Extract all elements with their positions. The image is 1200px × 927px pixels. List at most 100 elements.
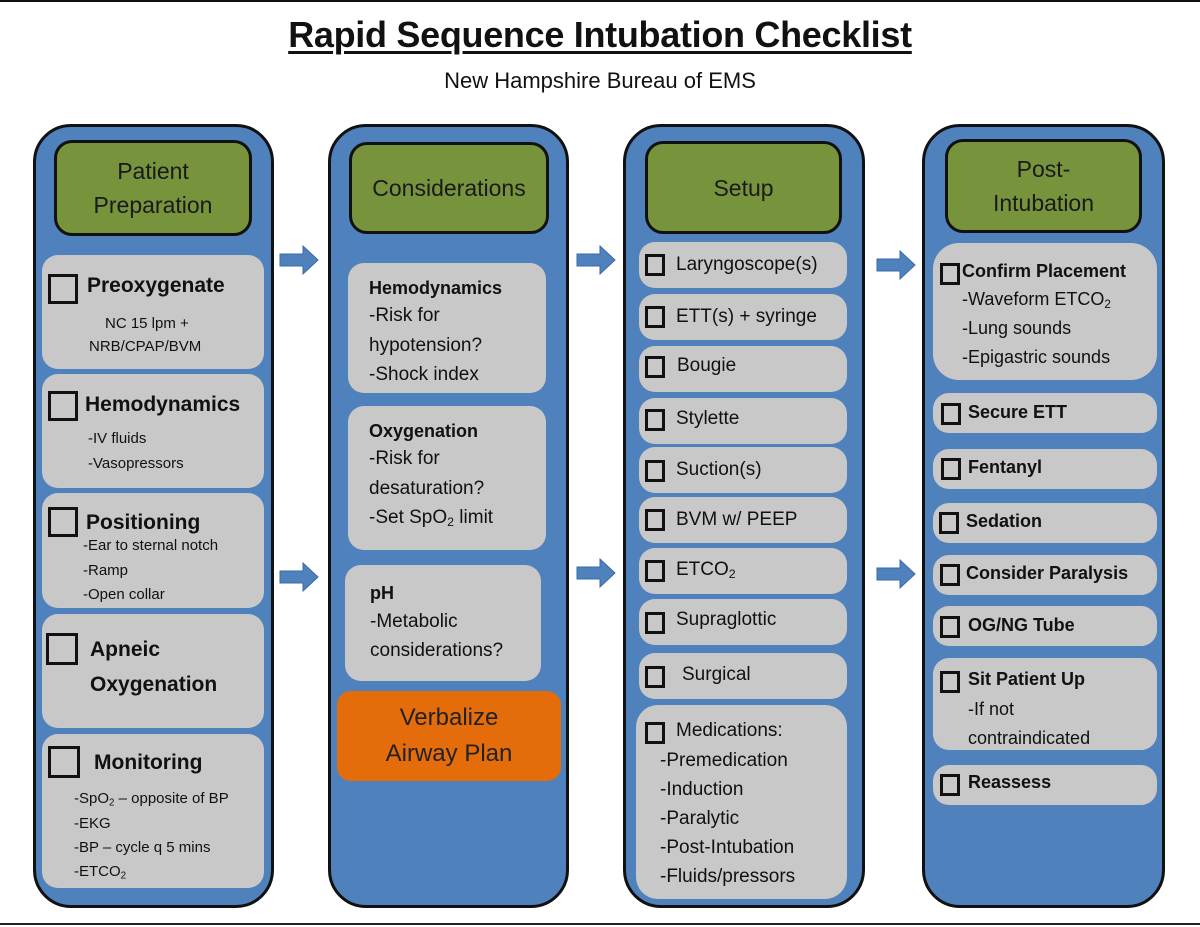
item-label: Bougie [677,355,737,376]
checkbox[interactable] [48,391,78,421]
checkbox[interactable] [941,403,961,425]
checkbox[interactable] [940,671,960,693]
checkbox[interactable] [645,666,665,688]
item-detail: -Induction [660,779,744,800]
checkbox[interactable] [645,254,665,276]
arrow-right-icon [876,250,916,280]
column-header-setup: Setup [645,141,842,234]
checkbox[interactable] [48,507,78,537]
consideration-hemodynamics [348,263,546,393]
item-label: Sit Patient Up [968,669,1086,689]
header-line: Intubation [992,190,1095,216]
consideration-detail: hypotension? [369,335,483,356]
checkbox[interactable] [48,746,80,778]
item-label: ETT(s) + syringe [676,306,817,327]
checkbox[interactable] [939,512,959,534]
plan-line: Airway Plan [385,740,513,767]
setup-item-suction [639,447,847,493]
checklist-item-preoxygenate [42,255,264,369]
verbalize-airway-plan: Verbalize Airway Plan [337,691,561,781]
checkbox[interactable] [46,633,78,665]
checklist-item-apneic-oxygenation [42,614,264,728]
item-detail: -Fluids/pressors [660,866,796,887]
checkbox[interactable] [48,274,78,304]
consideration-detail: considerations? [370,640,504,661]
item-label: Medications: [676,720,783,741]
checkbox[interactable] [645,306,665,328]
checkbox[interactable] [645,612,665,634]
checkbox[interactable] [940,774,960,796]
checkbox[interactable] [645,560,665,582]
item-detail: contraindicated [968,728,1091,748]
checklist-item-positioning [42,493,264,608]
consideration-detail: -Metabolic [370,611,458,632]
item-label: Confirm Placement [962,261,1127,281]
item-label: Oxygenation [90,673,218,696]
item-detail: -If not [968,699,1015,719]
consideration-title: pH [370,583,394,603]
header-line: Preparation [93,192,213,218]
setup-item-laryngoscope [639,242,847,288]
item-detail: NRB/CPAP/BVM [89,338,202,355]
item-label: Stylette [676,408,740,429]
page-subtitle: New Hampshire Bureau of EMS [444,68,756,93]
checkbox[interactable] [940,564,960,586]
item-detail: -Paralytic [660,808,740,829]
consideration-ph [345,565,541,681]
header-line: Patient [117,158,189,184]
arrow-right-icon [279,245,319,275]
plan-line: Verbalize [399,704,499,731]
detail-text: – opposite of BP [114,790,229,807]
subscript: 2 [1104,297,1111,311]
item-label: Positioning [86,511,201,534]
checkbox[interactable] [645,509,665,531]
post-item-sedation [933,503,1157,543]
item-detail: -IV fluids [88,430,147,447]
post-item-og-ng-tube [933,606,1157,646]
item-detail: -Vasopressors [88,455,184,472]
item-detail: NC 15 lpm + [105,315,189,332]
item-label: Fentanyl [968,457,1043,477]
setup-item-supraglottic [639,599,847,645]
checkbox[interactable] [645,356,665,378]
arrow-right-icon [576,558,616,588]
item-label: Reassess [968,772,1052,792]
subscript: 2 [120,870,127,882]
subscript: 2 [728,567,736,582]
item-label: Apneic [90,638,161,661]
checklist-item-hemodynamics [42,374,264,488]
setup-item-etco2 [639,548,847,594]
column-header-post-intubation: Post- Intubation [945,139,1142,233]
detail-text: limit [454,507,494,528]
consideration-oxygenation [348,406,546,550]
checkbox[interactable] [941,458,961,480]
post-item-reassess [933,765,1157,805]
item-label: Laryngoscope(s) [676,254,818,275]
item-label: Hemodynamics [85,393,241,416]
bottom-rule [0,923,1200,925]
consideration-title: Hemodynamics [369,278,503,298]
checkbox[interactable] [645,409,665,431]
item-label: Secure ETT [968,402,1068,422]
setup-item-surgical [639,653,847,699]
detail-text: -ETCO [74,863,121,880]
checkbox[interactable] [940,616,960,638]
post-item-fentanyl [933,449,1157,489]
detail-text: -Set SpO [369,507,448,528]
item-label: Monitoring [94,751,203,774]
post-item-consider-paralysis [933,555,1157,595]
checkbox[interactable] [645,722,665,744]
item-label: Surgical [682,664,751,685]
item-label: Sedation [966,511,1043,531]
header-line: Post- [1016,156,1071,182]
setup-item-bvm [639,497,847,543]
checkbox[interactable] [940,263,960,285]
consideration-detail: -Set SpO2 limit [369,507,493,529]
item-detail: -Epigastric sounds [962,347,1111,367]
subscript: 2 [109,797,115,809]
checkbox[interactable] [645,460,665,482]
setup-item-ett [639,294,847,340]
consideration-detail: -Risk for [369,305,440,326]
consideration-title: Oxygenation [369,421,479,441]
item-detail: -Ear to sternal notch [83,537,219,554]
